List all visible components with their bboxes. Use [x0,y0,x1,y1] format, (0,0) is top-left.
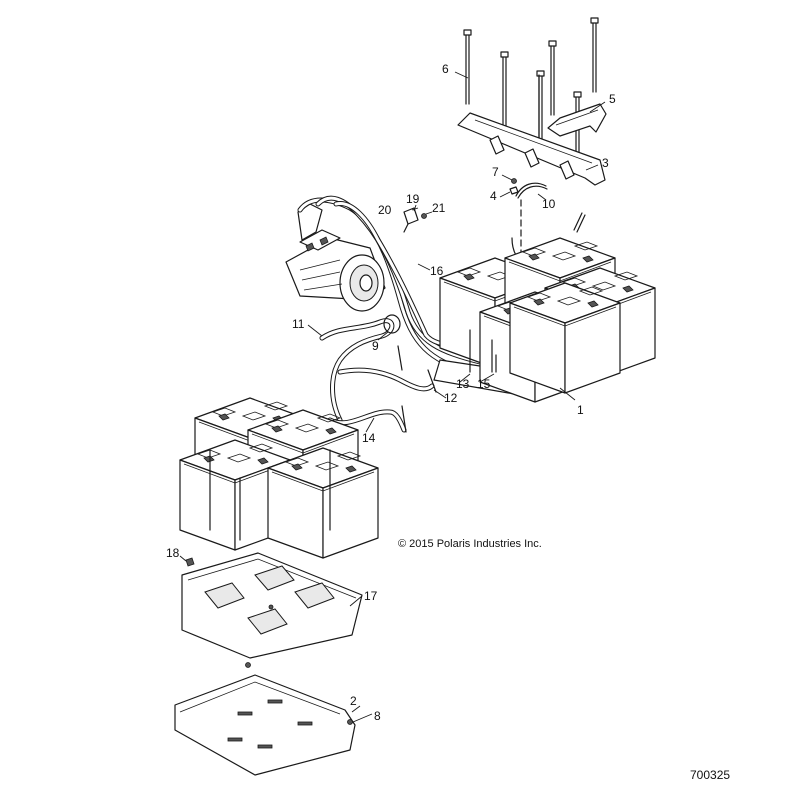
callout-14: 14 [362,431,376,445]
copyright-notice: © 2015 Polaris Industries Inc. [398,538,542,550]
callout-2: 2 [350,694,357,708]
callout-7: 7 [492,165,499,179]
callout-1: 1 [577,403,584,417]
callout-17: 17 [364,589,378,603]
callout-10: 10 [542,197,556,211]
callout-9: 9 [372,339,379,353]
fastener-18 [185,557,195,567]
battery-bracket-long [457,112,606,186]
callout-13: 13 [456,377,470,391]
callout-11: 11 [292,317,305,331]
callout-4: 4 [490,189,497,203]
document-number: 700325 [690,768,731,782]
callout-8: 8 [374,709,381,723]
battery-cables [319,314,497,433]
battery-tray [181,552,363,668]
sensor-assembly [403,207,427,233]
callout-15: 15 [477,377,491,391]
callout-16: 16 [430,264,444,278]
skid-plate [174,674,356,776]
callout-18: 18 [166,546,180,560]
hold-down-bolts [463,17,599,167]
callout-20: 20 [378,203,392,217]
callout-3: 3 [602,156,609,170]
callout-labels: 1 2 3 4 5 6 7 8 9 10 11 12 13 14 15 16 1… [166,62,616,723]
callout-leaders [179,71,606,723]
battery-pack-front [179,397,379,559]
drive-motor [285,203,386,312]
callout-19: 19 [406,192,420,206]
callout-21: 21 [432,201,446,215]
callout-12: 12 [444,391,458,405]
callout-6: 6 [442,62,449,76]
battery-bracket-short [547,103,607,137]
callout-5: 5 [609,92,616,106]
battery-pack-rear [433,237,656,403]
